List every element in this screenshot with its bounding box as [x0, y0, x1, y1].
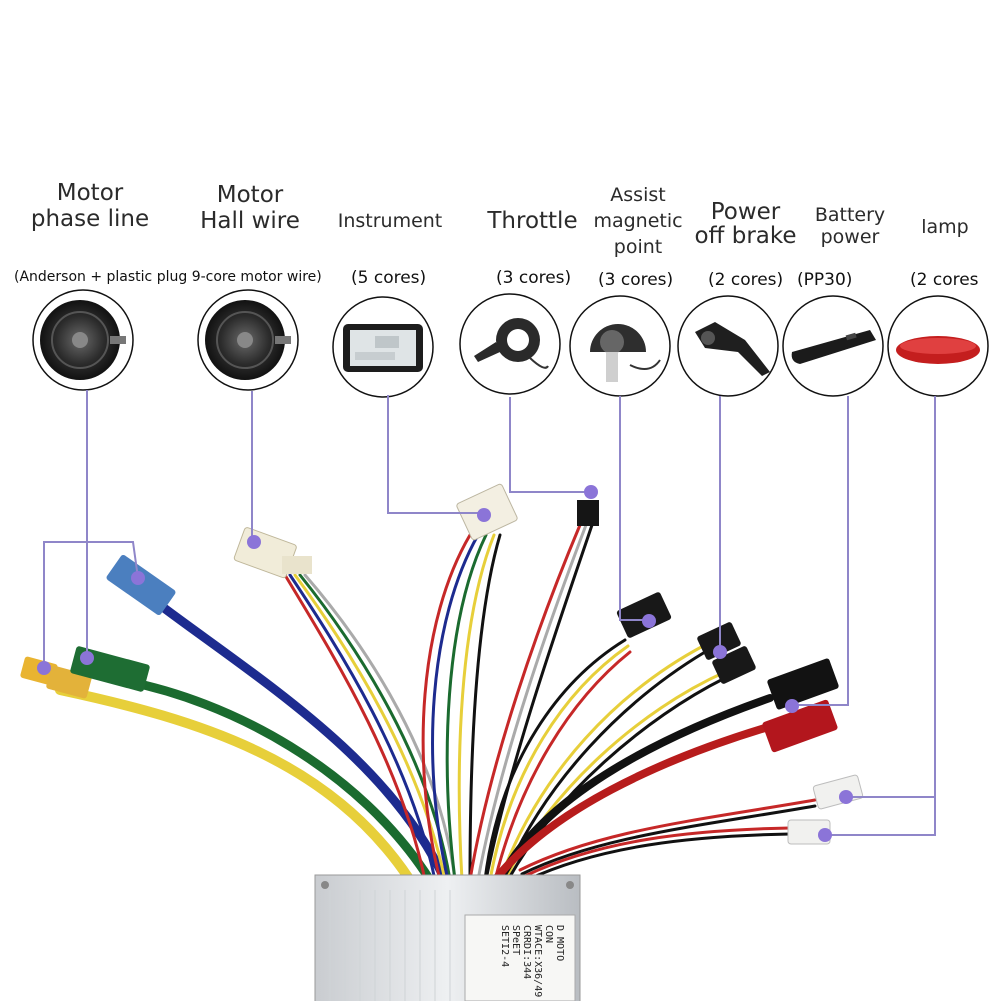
controller-label-line: CRRDI:344: [521, 925, 532, 980]
controller-label-line: D MOTO CON: [543, 925, 565, 962]
lamp-spec: (2 cores: [910, 270, 979, 290]
title-line: Throttle: [487, 208, 578, 234]
controller-label: D MOTO CON WTACE:X36/49 CRRDI:344 SPeET …: [485, 925, 565, 998]
title-line: magnetic: [593, 210, 683, 232]
assist-title: Assist magnetic point: [583, 182, 693, 260]
lamp-title: lamp: [905, 214, 985, 240]
instrument-spec: (5 cores): [351, 268, 427, 288]
anderson-connector-blue: [106, 554, 176, 616]
assist-spec: (3 cores): [598, 270, 674, 290]
thumb-throttle-icon: [459, 293, 561, 395]
brake-spec: (2 cores): [708, 270, 784, 290]
title-line: power: [820, 226, 880, 248]
title-line: Battery: [814, 204, 886, 226]
throttle-connector: [577, 500, 599, 526]
title-line: Motor: [216, 182, 284, 208]
leader-lines: [43, 390, 936, 836]
lamp-icon: [887, 295, 989, 397]
controller-label-line: SPeET SETI2-4: [499, 925, 521, 968]
lcd-display-icon: [332, 296, 434, 398]
instrument-title: Instrument: [330, 208, 450, 234]
title-line: lamp: [921, 216, 969, 238]
hall-connector: [233, 527, 312, 579]
brake-title: Power off brake: [688, 200, 803, 248]
throttle-spec: (3 cores): [496, 268, 572, 288]
motor-phase-spec: (Anderson + plastic plug 9-core motor wi…: [14, 269, 322, 285]
wire-bundle: [55, 523, 817, 885]
hub-motor-icon: [32, 289, 134, 391]
battery-connector: [762, 658, 839, 753]
title-line: off brake: [694, 223, 797, 249]
pas-sensor-icon: [569, 295, 671, 397]
title-line: phase line: [30, 206, 150, 232]
title-line: Instrument: [337, 210, 443, 232]
battery-title: Battery power: [800, 204, 900, 248]
title-line: Motor: [56, 180, 124, 206]
motor-phase-title: Motor phase line: [15, 180, 165, 232]
throttle-title: Throttle: [475, 208, 590, 234]
connection-dots: [37, 485, 853, 842]
title-line: point: [613, 236, 663, 258]
hub-motor-icon: [197, 289, 299, 391]
title-line: Power: [710, 199, 781, 225]
controller-label-line: WTACE:X36/49: [532, 925, 543, 998]
controller-box: [314, 874, 581, 1001]
battery-pack-icon: [782, 295, 884, 397]
motor-hall-title: Motor Hall wire: [185, 182, 315, 234]
brake-lever-icon: [677, 295, 779, 397]
title-line: Assist: [610, 184, 666, 206]
title-line: Hall wire: [200, 208, 300, 234]
battery-spec: (PP30): [797, 270, 853, 290]
assist-connector: [616, 592, 672, 638]
